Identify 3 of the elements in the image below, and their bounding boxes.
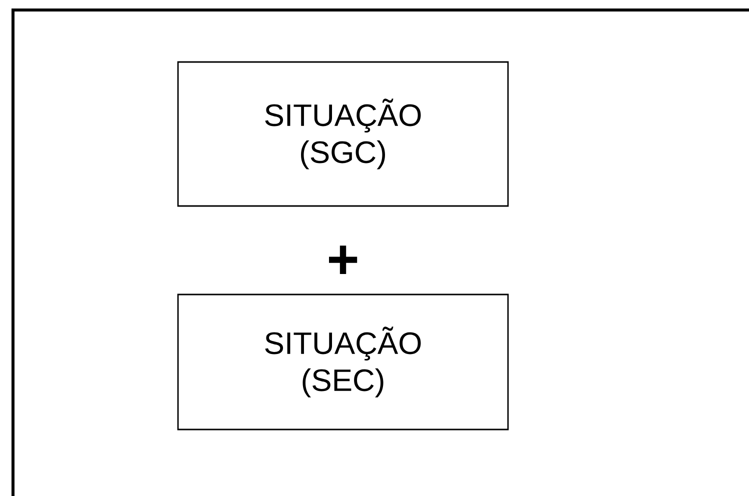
- plus-sign: +: [329, 246, 358, 274]
- text-box: SITUAÇÃO (SEC): [177, 294, 509, 430]
- text-box: SITUAÇÃO (SGC): [177, 61, 509, 207]
